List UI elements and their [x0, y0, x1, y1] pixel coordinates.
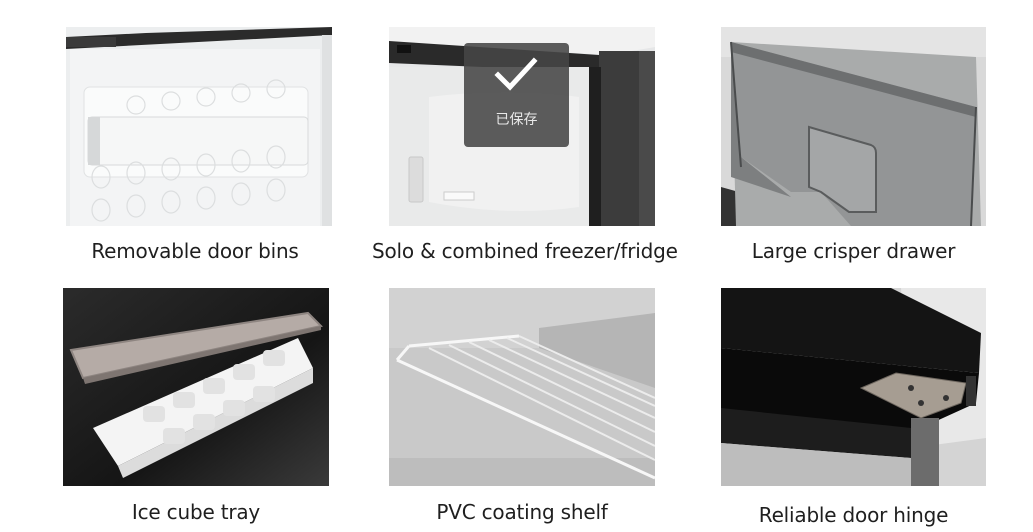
toast-message: 已保存	[495, 112, 538, 128]
crisper-drawer-photo	[721, 27, 986, 226]
door-bins-photo	[66, 27, 332, 226]
feature-caption: Reliable door hinge	[758, 503, 949, 527]
feature-caption: Solo & combined freezer/fridge	[372, 239, 678, 263]
door-hinge-photo	[721, 288, 986, 486]
feature-caption: PVC coating shelf	[436, 500, 608, 524]
saved-toast: 已保存	[464, 43, 569, 147]
checkmark-icon	[494, 55, 538, 95]
feature-caption: Removable door bins	[91, 239, 299, 263]
feature-caption: Large crisper drawer	[751, 239, 956, 263]
ice-cube-tray-photo	[63, 288, 329, 486]
pvc-shelf-photo	[389, 288, 655, 486]
feature-caption: Ice cube tray	[131, 500, 261, 524]
